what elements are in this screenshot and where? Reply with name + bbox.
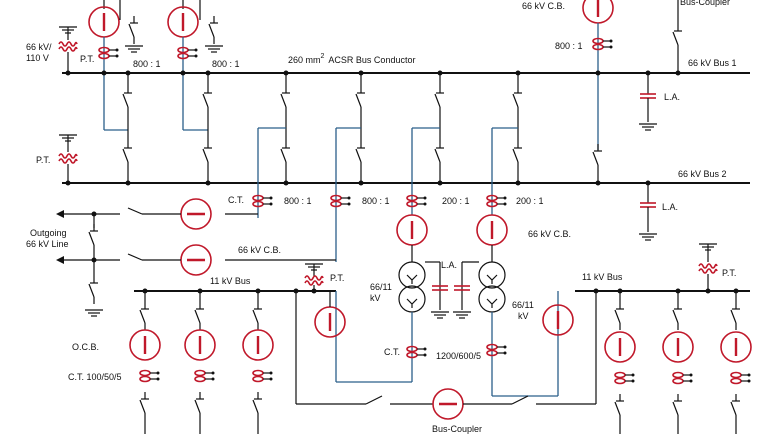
la-label-2: L.A.: [662, 202, 678, 212]
cb-66-right-label: 66 kV C.B.: [528, 229, 571, 239]
ct-1005-label: C.T. 100/50/5: [68, 372, 122, 382]
pt-bus1: [58, 26, 78, 76]
outgoing-label-2: 66 kV Line: [26, 239, 69, 249]
pt-ratio-top: 66 kV/: [26, 42, 52, 52]
incoming-bay-2: [166, 0, 224, 186]
cb-66-left-label: 66 kV C.B.: [238, 245, 281, 255]
feeder-left-3: [241, 288, 275, 434]
bus2-label: 66 kV Bus 2: [678, 169, 727, 179]
ct-label-tr: C.T.: [384, 347, 400, 357]
feeder-left-2: [183, 288, 217, 434]
ratio-label-2: 800 : 1: [212, 59, 240, 69]
ratio-label-5: 200 : 1: [442, 196, 470, 206]
la-bus1: [638, 70, 658, 131]
breaker-11kv-left-aux: [313, 305, 347, 339]
bus-coupler-top-label: Bus-Coupler: [680, 0, 730, 7]
feeder-right-3: [719, 288, 753, 434]
ratio-label-6: 200 : 1: [516, 196, 544, 206]
pt-label-2: P.T.: [36, 155, 50, 165]
tr-ratio-right-b: kV: [518, 311, 529, 321]
bay-mid-1: [252, 70, 291, 218]
bus-coupler-bottom-label: Bus-Coupler: [432, 424, 482, 434]
bus-coupler-top: [672, 0, 683, 76]
la-transformer: [431, 285, 471, 291]
pt-11kv-left: [293, 263, 324, 404]
feeder-right-2: [661, 288, 695, 434]
outgoing-line: [56, 197, 336, 317]
bus-11-left-label: 11 kV Bus: [210, 276, 251, 286]
bus-11-right-label: 11 kV Bus: [582, 272, 623, 282]
pt-11kv-right: [698, 243, 718, 294]
tr-ratio-right-a: 66/11: [512, 300, 534, 310]
incoming-bay-top-right: [581, 0, 615, 186]
ratio-label-3: 800 : 1: [284, 196, 312, 206]
pt-ratio-bottom: 110 V: [26, 53, 49, 63]
ratio-label-1: 800 : 1: [133, 59, 161, 69]
ratio-label-top-right: 800 : 1: [555, 41, 583, 51]
la-transformer-label: L.A.: [441, 260, 457, 270]
bay-mid-2: [330, 70, 366, 262]
bus-coupler-bottom: [296, 288, 599, 421]
tr-ratio-left-a: 66/11: [370, 282, 392, 292]
ct-1200-label: 1200/600/5: [436, 351, 481, 361]
la-label-1: L.A.: [664, 92, 680, 102]
la-bus2: [638, 180, 658, 241]
pt-label-1: P.T.: [80, 54, 94, 64]
bay-mid-4: [486, 70, 523, 215]
feeder-right-1: [603, 288, 637, 434]
pt-11-left-label: P.T.: [330, 273, 344, 283]
incoming-bay-1: [87, 0, 144, 186]
ocb-label: O.C.B.: [72, 342, 99, 352]
tr-ratio-left-b: kV: [370, 293, 381, 303]
outgoing-label-1: Outgoing: [30, 228, 67, 238]
cb-66-top-label: 66 kV C.B.: [522, 1, 565, 11]
transformer-bay-2: [452, 213, 509, 396]
pt-11-right-label: P.T.: [722, 268, 736, 278]
bus1-label: 66 kV Bus 1: [688, 58, 737, 68]
pt-bus2: [58, 134, 78, 186]
feeder-left-1: [128, 288, 162, 434]
ct-label-1: C.T.: [228, 195, 244, 205]
bay-mid-3: [406, 70, 445, 215]
ratio-label-4: 800 : 1: [362, 196, 390, 206]
